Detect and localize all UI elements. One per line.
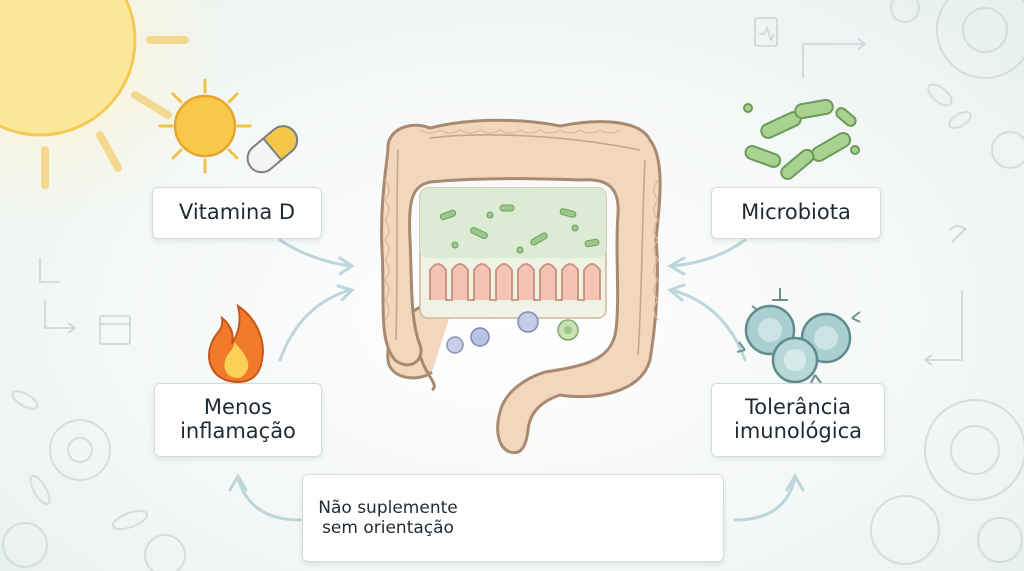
capsule-icon <box>246 125 299 174</box>
connector-arrows <box>228 238 805 522</box>
corner-sun-icon <box>0 0 230 230</box>
label-menos-inflamacao-text: Menos inflamação <box>180 395 296 443</box>
label-menos-inflamacao: Menos inflamação <box>154 383 322 457</box>
immune-cells-icon <box>736 288 861 384</box>
bacteria-icon <box>743 98 860 180</box>
background-line-icons <box>39 17 967 366</box>
label-microbiota-text: Microbiota <box>741 200 851 225</box>
label-microbiota: Microbiota <box>711 187 881 239</box>
label-vitamina-d: Vitamina D <box>152 187 322 239</box>
warning-panel: Não suplemente sem orientação <box>302 474 724 562</box>
label-tolerancia-imunologica: Tolerância imunológica <box>711 383 885 457</box>
label-tolerancia-text: Tolerância imunológica <box>733 395 863 443</box>
fire-icon <box>208 303 264 384</box>
warning-text: Não suplemente sem orientação <box>318 497 458 538</box>
sun-icon <box>158 78 252 174</box>
label-vitamina-d-text: Vitamina D <box>178 200 296 225</box>
intestine-icon <box>380 118 662 455</box>
